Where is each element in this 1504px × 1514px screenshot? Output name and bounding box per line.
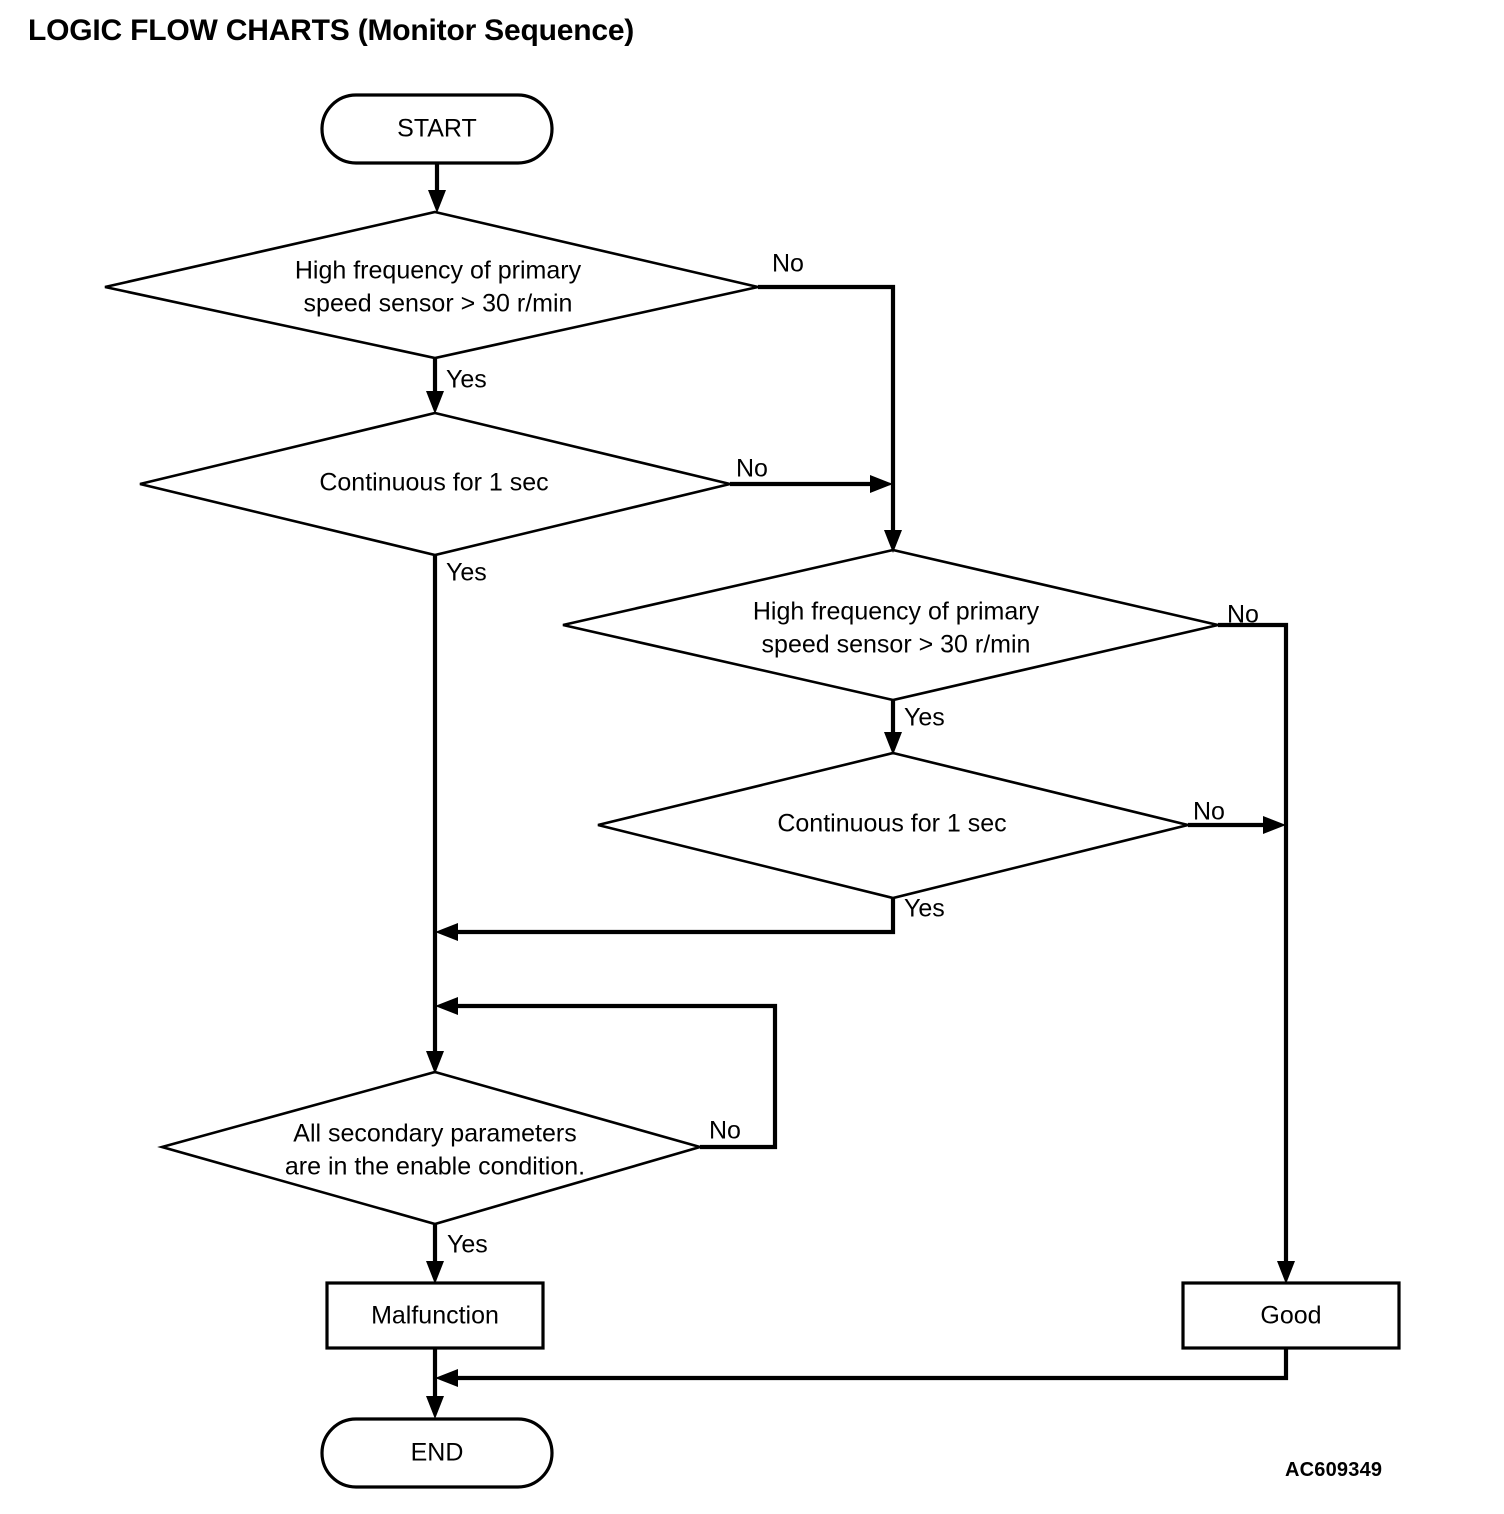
page-title: LOGIC FLOW CHARTS (Monitor Sequence) xyxy=(28,14,635,47)
node-decision-5-line2: are in the enable condition. xyxy=(285,1153,585,1181)
node-decision-high-frequency-2[interactable]: High frequency of primary speed sensor >… xyxy=(562,548,1219,702)
edge-label-no-4: No xyxy=(1193,798,1225,826)
edge-d5-no-loop xyxy=(435,997,778,1150)
edge-d4-yes-to-main xyxy=(435,898,896,941)
edge-label-no-1: No xyxy=(772,250,804,278)
node-decision-continuous-2[interactable]: Continuous for 1 sec xyxy=(597,751,1189,900)
node-good[interactable]: Good xyxy=(1181,1281,1401,1350)
edge-label-no-5: No xyxy=(709,1117,741,1145)
node-start-label: START xyxy=(397,115,477,143)
edge-d1-no-to-d3 xyxy=(758,284,902,553)
node-decision-1-line1: High frequency of primary xyxy=(295,257,582,285)
node-malfunction-label: Malfunction xyxy=(371,1302,499,1330)
node-decision-4-line1: Continuous for 1 sec xyxy=(777,810,1006,838)
node-start[interactable]: START xyxy=(320,93,554,165)
edge-malfunction-to-end xyxy=(426,1348,444,1419)
edge-label-no-3: No xyxy=(1227,601,1259,629)
edge-label-yes-4: Yes xyxy=(904,895,945,923)
node-decision-5-line1: All secondary parameters xyxy=(293,1120,576,1148)
edge-d5-yes-to-malfunction xyxy=(426,1224,444,1284)
edge-label-yes-1: Yes xyxy=(446,366,487,394)
edge-d3-no-to-good xyxy=(1218,622,1295,1284)
node-decision-2-line1: Continuous for 1 sec xyxy=(319,469,548,497)
edge-label-yes-2: Yes xyxy=(446,559,487,587)
node-decision-continuous-1[interactable]: Continuous for 1 sec xyxy=(139,411,731,557)
edge-d2-yes-to-d5 xyxy=(426,555,444,1074)
node-decision-3-line1: High frequency of primary xyxy=(753,598,1040,626)
node-malfunction[interactable]: Malfunction xyxy=(325,1281,545,1350)
edge-label-no-2: No xyxy=(736,455,768,483)
node-good-label: Good xyxy=(1260,1302,1321,1330)
edge-good-to-end xyxy=(435,1348,1289,1387)
edge-start-to-d1 xyxy=(428,163,446,213)
node-decision-secondary-parameters[interactable]: All secondary parameters are in the enab… xyxy=(157,1070,705,1226)
node-decision-1-line2: speed sensor > 30 r/min xyxy=(304,290,573,318)
edge-label-yes-3: Yes xyxy=(904,704,945,732)
edge-d4-no-to-rail xyxy=(1188,816,1286,834)
node-decision-high-frequency-1[interactable]: High frequency of primary speed sensor >… xyxy=(104,210,759,360)
reference-code: AC609349 xyxy=(1285,1459,1383,1481)
edge-d1-yes-to-d2 xyxy=(426,358,444,414)
node-decision-3-line2: speed sensor > 30 r/min xyxy=(762,631,1031,659)
node-end-label: END xyxy=(411,1439,464,1467)
node-end[interactable]: END xyxy=(320,1417,554,1489)
edge-d2-no-to-rail xyxy=(730,475,893,493)
edge-label-yes-5: Yes xyxy=(447,1231,488,1259)
edge-d3-yes-to-d4 xyxy=(884,700,902,755)
